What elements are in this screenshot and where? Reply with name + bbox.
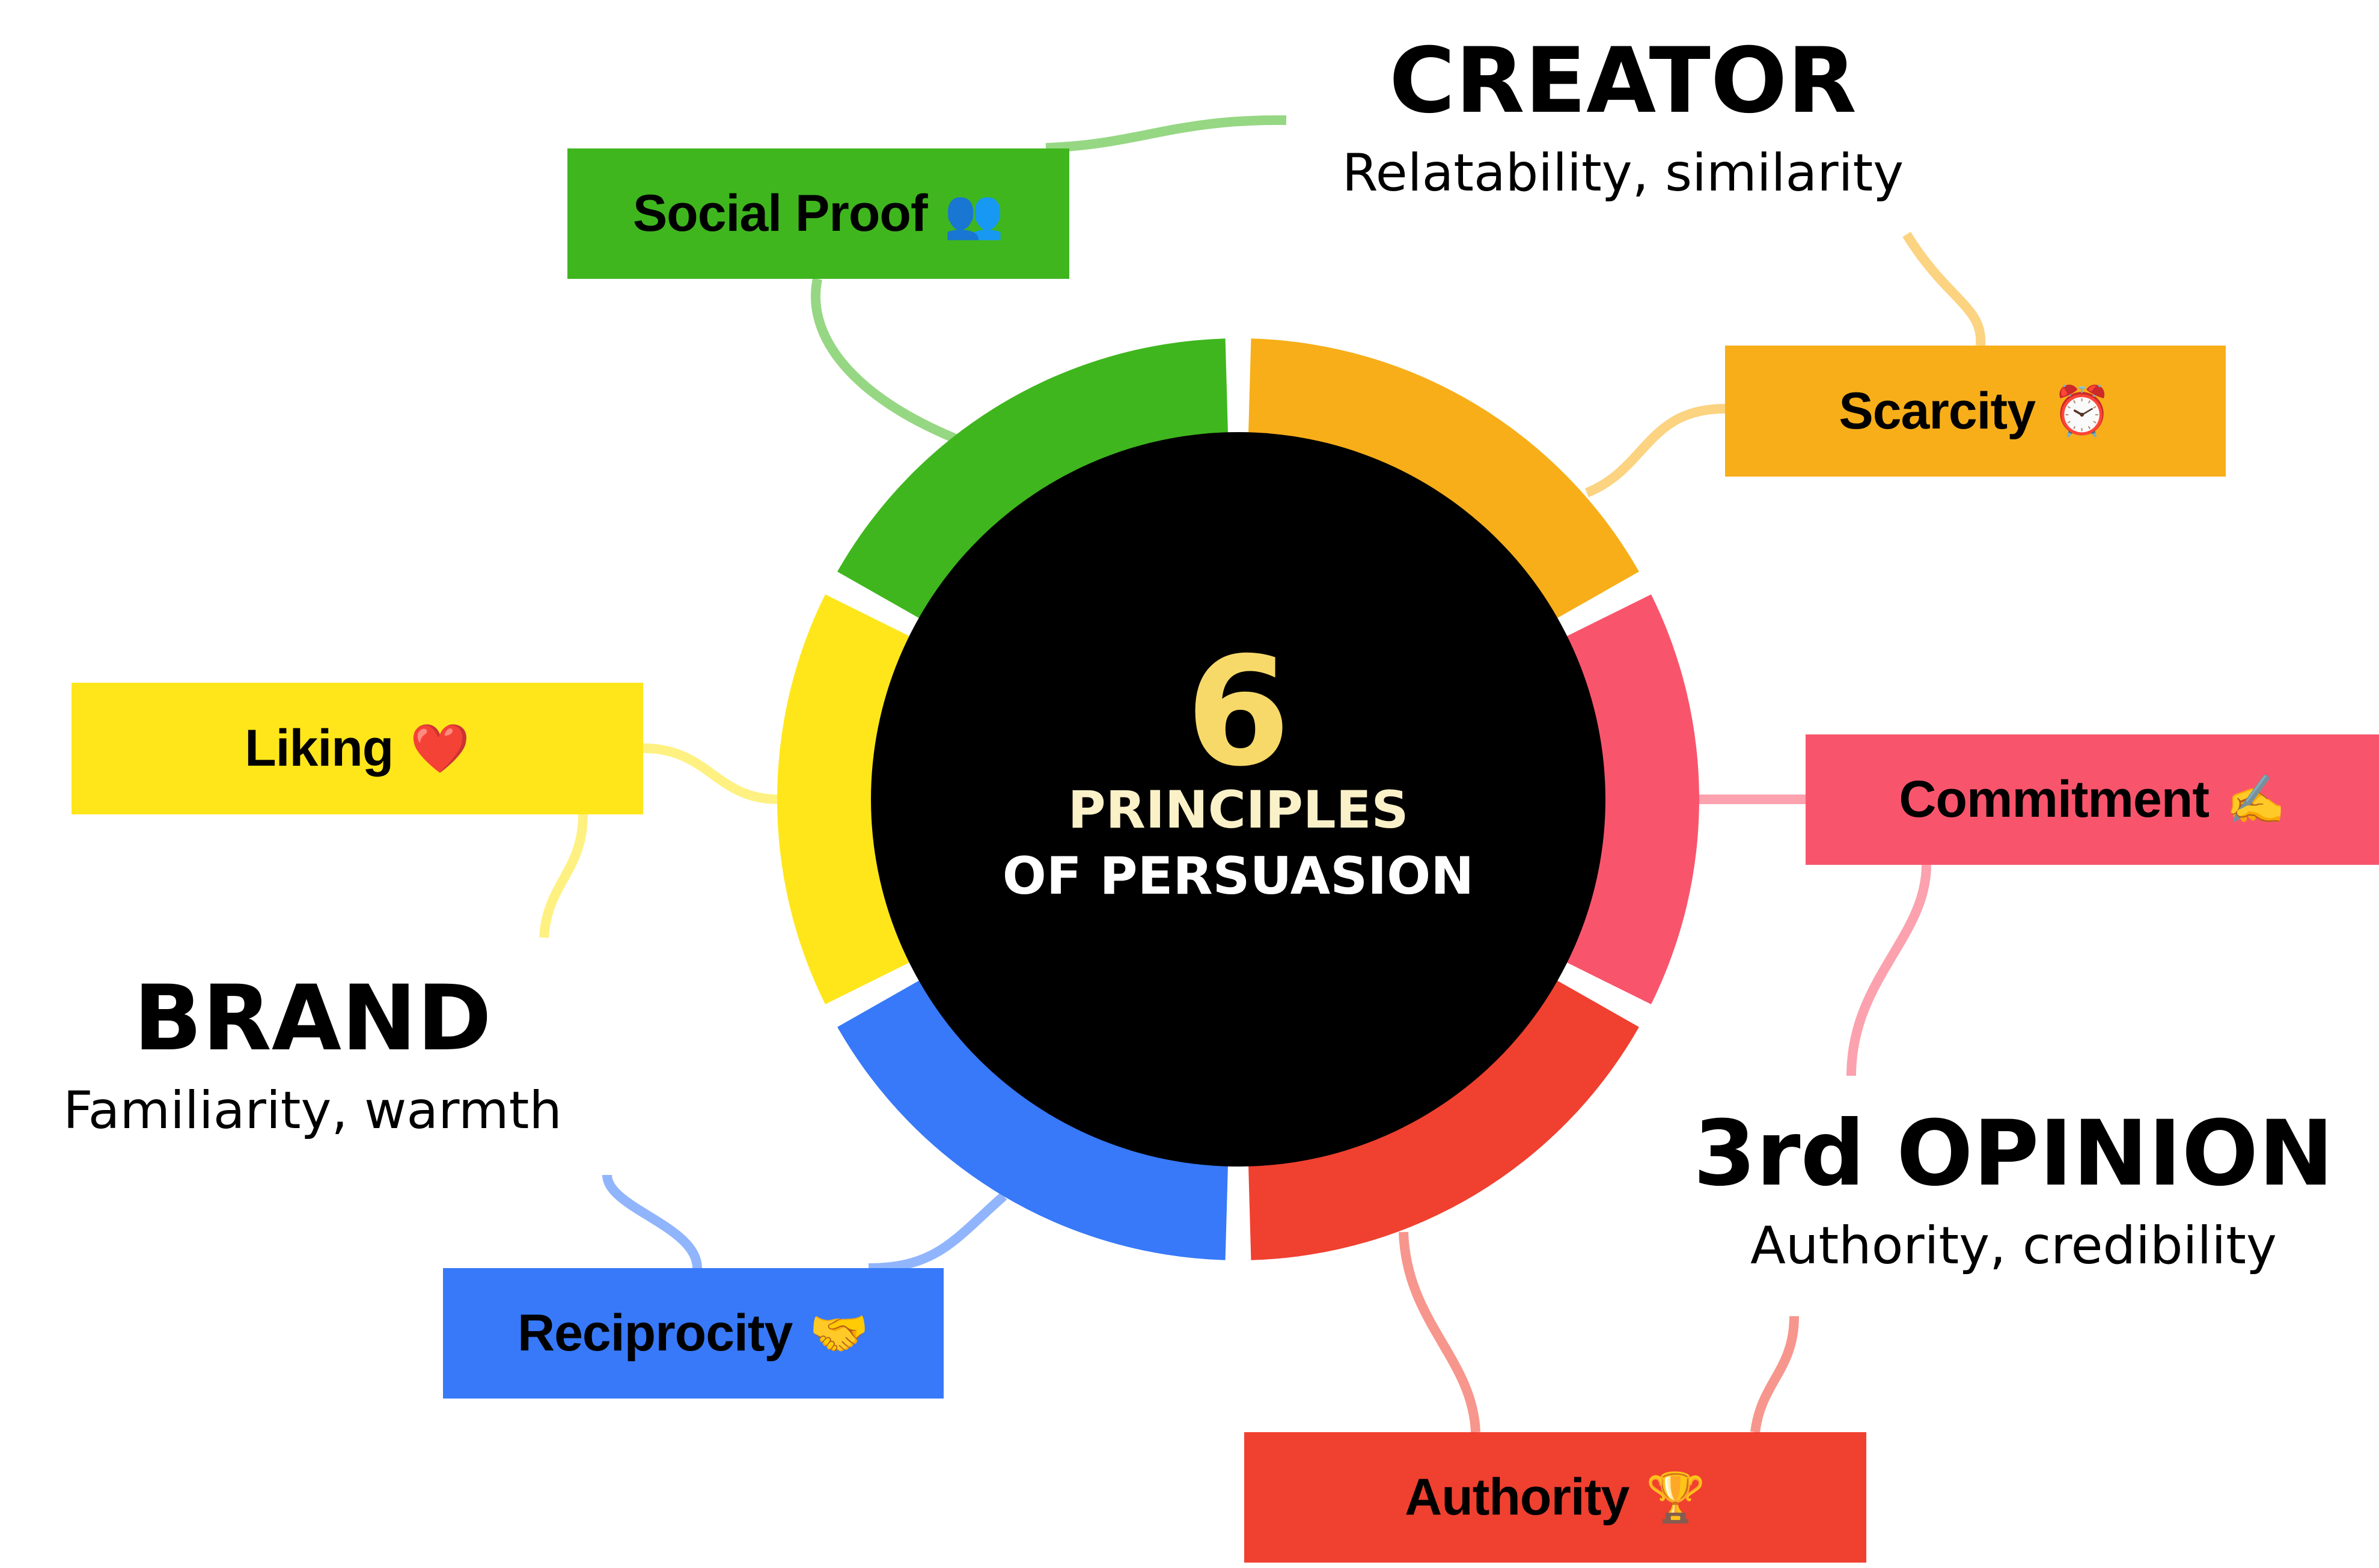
center-number: 6 bbox=[1186, 624, 1290, 799]
principle-label: Commitment bbox=[1899, 770, 2210, 828]
connector-liking-brand bbox=[539, 814, 588, 938]
center-title-line2: OF PERSUASION bbox=[1002, 846, 1474, 906]
principle-label: Authority bbox=[1405, 1468, 1629, 1526]
group-third-opinion: 3rd OPINION Authority, credibility bbox=[1653, 1109, 2374, 1276]
ring-segment-scarcity bbox=[1247, 338, 1639, 633]
connector-authority-ring bbox=[1399, 1231, 1480, 1433]
group-subtitle: Relatability, similarity bbox=[1342, 143, 1904, 203]
principle-reciprocity: Reciprocity 🤝 bbox=[443, 1268, 944, 1399]
ring-segment-social-proof bbox=[837, 338, 1229, 633]
connector-reciprocity-ring bbox=[868, 1192, 1007, 1273]
group-subtitle: Familiarity, warmth bbox=[63, 1081, 562, 1141]
group-creator: CREATOR Relatability, similarity bbox=[1262, 36, 1984, 203]
principle-label: Liking bbox=[245, 719, 394, 777]
connector-scarcity-creator bbox=[1902, 231, 1986, 346]
writing-hand-icon: ✍️ bbox=[2225, 771, 2286, 828]
principle-label: Scarcity bbox=[1839, 382, 2036, 440]
group-brand: BRAND Familiarity, warmth bbox=[12, 974, 613, 1141]
principle-scarcity: Scarcity ⏰ bbox=[1725, 346, 2226, 477]
connector-social-proof-ring bbox=[811, 278, 958, 444]
principle-label: Reciprocity bbox=[518, 1304, 793, 1362]
group-title: 3rd OPINION bbox=[1693, 1102, 2334, 1206]
ring-segment-reciprocity bbox=[837, 965, 1229, 1260]
connector-commitment-opinion bbox=[1846, 864, 1931, 1076]
principle-social-proof: Social Proof 👥 bbox=[567, 148, 1069, 279]
connector-authority-opinion bbox=[1750, 1316, 1799, 1433]
heart-icon: ❤️ bbox=[410, 720, 470, 776]
principle-authority: Authority 🏆 bbox=[1244, 1432, 1866, 1563]
center-title-line1: PRINCIPLES bbox=[1067, 780, 1409, 840]
group-title: CREATOR bbox=[1389, 29, 1857, 133]
connector-social-proof-creator bbox=[1045, 115, 1287, 153]
center-circle bbox=[871, 432, 1605, 1167]
trophy-icon: 🏆 bbox=[1646, 1469, 1706, 1525]
group-title: BRAND bbox=[133, 966, 492, 1071]
principle-liking: Liking ❤️ bbox=[72, 683, 643, 814]
connector-reciprocity-brand bbox=[602, 1174, 702, 1269]
ring-segment-authority bbox=[1247, 965, 1639, 1260]
connector-liking-ring bbox=[643, 743, 779, 804]
alarm-clock-icon: ⏰ bbox=[2052, 383, 2112, 439]
connector-scarcity-ring bbox=[1584, 404, 1726, 498]
people-icon: 👥 bbox=[944, 185, 1004, 242]
principle-commitment: Commitment ✍️ bbox=[1806, 734, 2379, 865]
handshake-icon: 🤝 bbox=[809, 1305, 869, 1361]
group-subtitle: Authority, credibility bbox=[1750, 1216, 2277, 1276]
principle-label: Social Proof bbox=[632, 185, 928, 242]
